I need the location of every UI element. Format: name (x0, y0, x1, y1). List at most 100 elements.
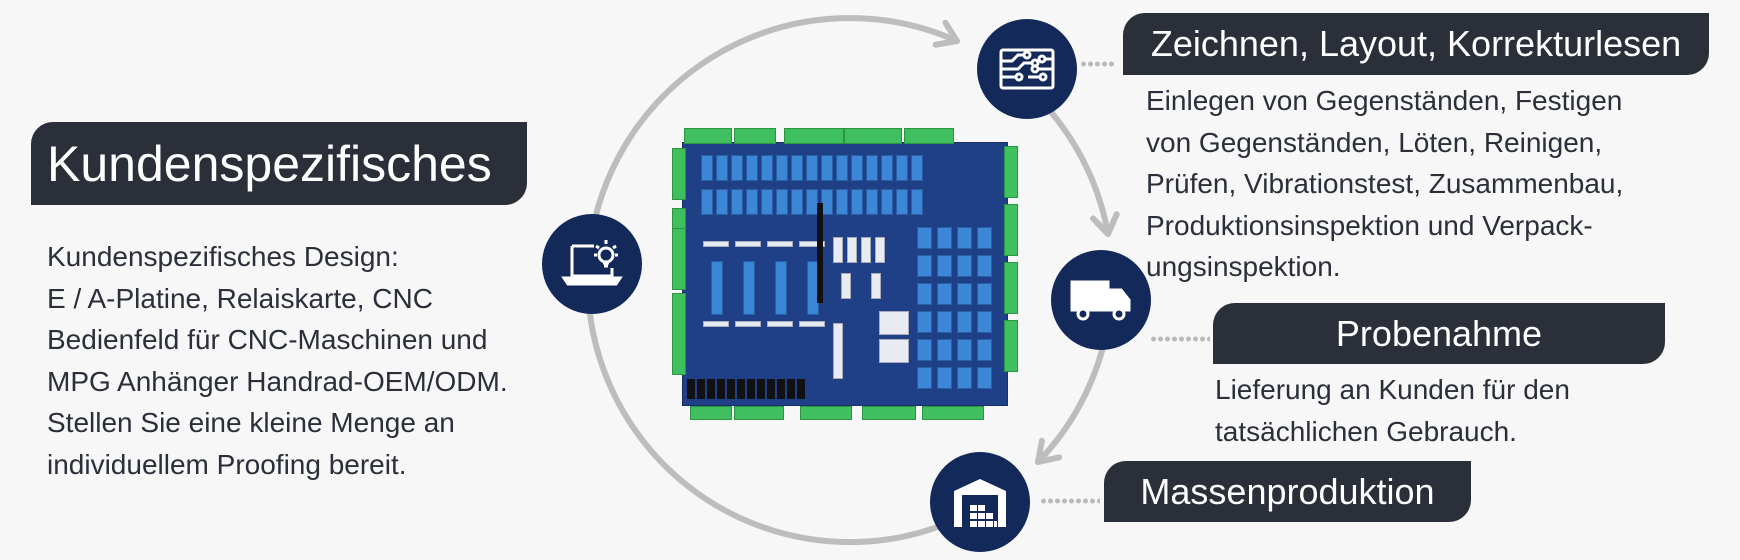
step-drawing-label: Zeichnen, Layout, Korrekturlesen (1123, 13, 1709, 75)
step-line: Prüfen, Vibrationstest, Zusammenbau, (1146, 168, 1624, 199)
relay (937, 283, 952, 305)
d-sub-connector (833, 237, 843, 263)
terminal-block (862, 406, 916, 420)
relay (716, 189, 728, 215)
connector-dots (1150, 336, 1210, 342)
relay (776, 155, 788, 181)
label-strip (735, 321, 761, 327)
label-strip (703, 321, 729, 327)
custom-description: Kundenspezifisches Design: E / A-Platine… (47, 236, 508, 485)
relay (937, 227, 952, 249)
relay (746, 155, 758, 181)
relay (896, 155, 908, 181)
relay (977, 255, 992, 277)
label-strip (767, 321, 793, 327)
fuse (727, 379, 735, 399)
d-sub-connector (875, 237, 885, 263)
relay (881, 155, 893, 181)
fuse (697, 379, 705, 399)
terminal-block (1004, 262, 1018, 314)
terminal-block (784, 128, 844, 144)
d-sub-connector (871, 273, 881, 299)
relay (917, 283, 932, 305)
fuse (717, 379, 725, 399)
step-line: Lieferung an Kunden für den (1215, 374, 1570, 405)
relay (791, 155, 803, 181)
label-strip (799, 321, 825, 327)
header-strip (817, 203, 823, 303)
terminal-block (800, 406, 852, 420)
step-sampling-title: Probenahme (1335, 312, 1543, 354)
connector (775, 261, 787, 315)
fuse (687, 379, 695, 399)
d-sub-connector (841, 273, 851, 299)
pcb-relay-board-image (672, 128, 1018, 420)
delivery-truck-icon (1051, 250, 1151, 350)
relay (977, 283, 992, 305)
relay (917, 339, 932, 361)
relay (957, 227, 972, 249)
d-sub-connector (847, 237, 857, 263)
relay (937, 367, 952, 389)
arc-sampling-to-mass (1035, 340, 1107, 465)
step-drawing-title: Zeichnen, Layout, Korrekturlesen (1150, 23, 1682, 64)
terminal-block (904, 128, 954, 144)
step-line: von Gegenständen, Löten, Reinigen, (1146, 126, 1603, 158)
d-sub-connector (833, 323, 843, 379)
relay (851, 189, 863, 215)
step-mass-production-title: Massenproduktion (1140, 470, 1435, 512)
relay (957, 255, 972, 277)
terminal-block (1004, 204, 1018, 256)
pcb-board (682, 142, 1008, 406)
terminal-block (1004, 320, 1018, 372)
relay (917, 367, 932, 389)
relay (977, 339, 992, 361)
relay (911, 155, 923, 181)
terminal-block (672, 148, 686, 200)
fuse (707, 379, 715, 399)
relay (937, 255, 952, 277)
relay (917, 311, 932, 333)
power-relay (879, 311, 909, 335)
fuse (797, 379, 805, 399)
fuse (767, 379, 775, 399)
custom-line: individuellem Proofing bereit. (47, 448, 407, 480)
relay (977, 227, 992, 249)
relay (937, 311, 952, 333)
terminal-block (734, 128, 776, 144)
arrowhead-bottom (1035, 437, 1063, 465)
fuse (787, 379, 795, 399)
relay (746, 189, 758, 215)
connector (711, 261, 723, 315)
relay (761, 155, 773, 181)
power-relay (879, 339, 909, 363)
step-line: ungsinspektion. (1146, 251, 1341, 282)
relay (791, 189, 803, 215)
terminal-block (734, 406, 784, 420)
relay (836, 155, 848, 181)
custom-line: Bedienfeld für CNC-Maschinen und (47, 324, 488, 355)
relay (731, 155, 743, 181)
label-strip (735, 241, 761, 247)
arrowhead-top (932, 19, 960, 48)
fuse (747, 379, 755, 399)
relay (716, 155, 728, 181)
relay (917, 255, 932, 277)
connector-dots (1080, 61, 1116, 67)
relay (851, 155, 863, 181)
relay (881, 189, 893, 215)
relay (701, 189, 713, 215)
connector-dots (1040, 498, 1100, 504)
relay (806, 155, 818, 181)
relay (761, 189, 773, 215)
relay (731, 189, 743, 215)
fuse (737, 379, 745, 399)
label-strip (799, 241, 825, 247)
relay (977, 311, 992, 333)
relay (776, 189, 788, 215)
custom-line: E / A-Platine, Relaiskarte, CNC (47, 282, 433, 314)
terminal-block (844, 128, 902, 144)
custom-line: Stellen Sie eine kleine Menge an (47, 407, 455, 438)
relay (836, 189, 848, 215)
custom-line: MPG Anhänger Handrad-OEM/ODM. (47, 365, 508, 397)
